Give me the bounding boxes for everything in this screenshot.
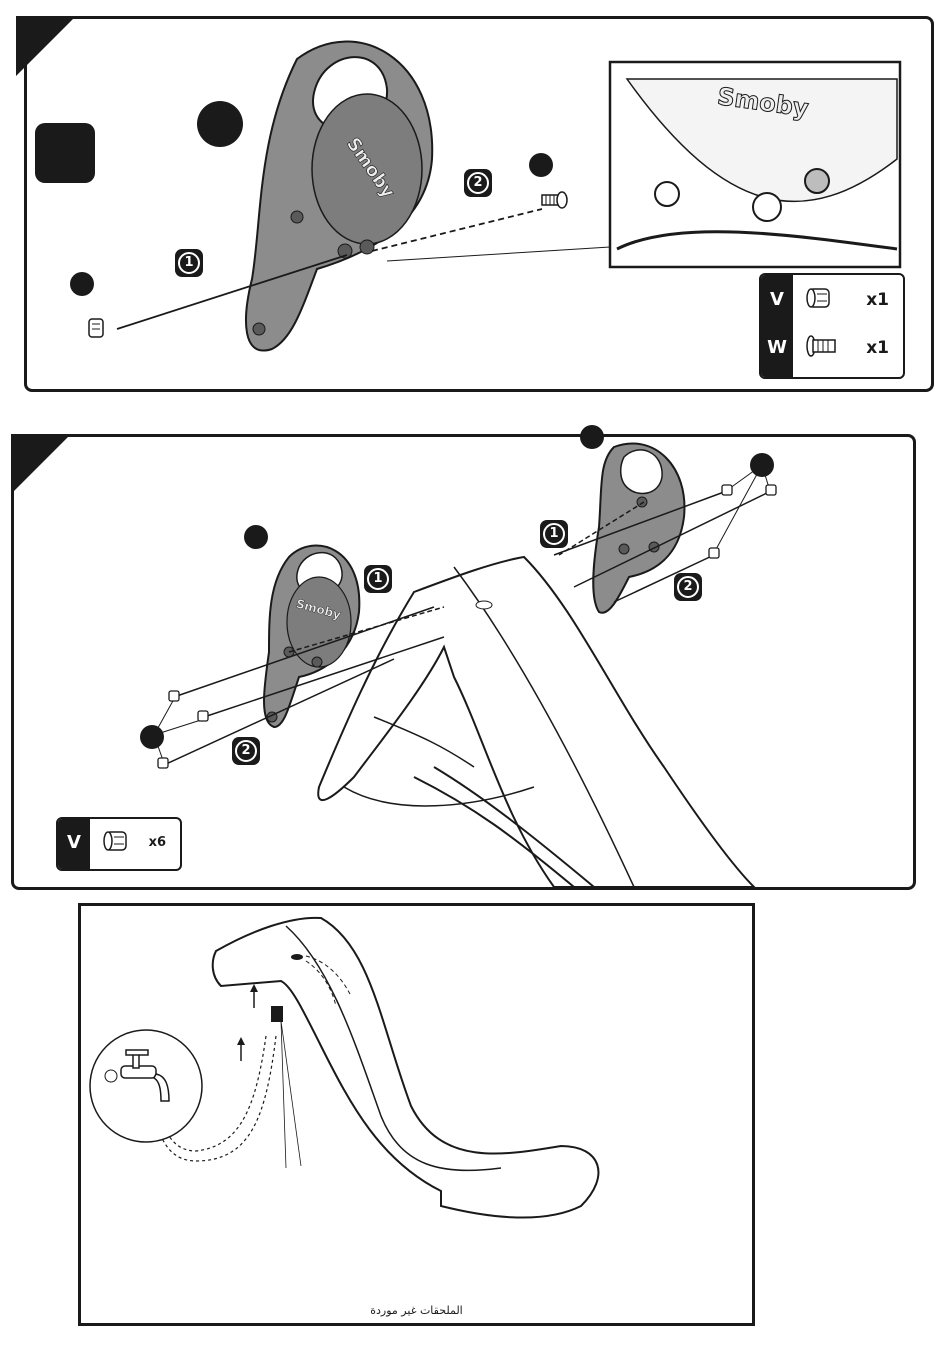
- parts-legend: V x1 W x1: [759, 273, 905, 379]
- step-corner-marker: [16, 16, 76, 76]
- accessories-note: الملحقات غير موردة: [81, 1304, 752, 1317]
- water-tap-detail: [90, 1030, 202, 1142]
- rivet-cap-icon: [803, 285, 843, 313]
- step-number-block: [35, 123, 95, 183]
- step-order-badge-1: 1: [175, 249, 203, 277]
- legend-row: W x1: [761, 325, 903, 371]
- rivet-cap-drawing: [89, 319, 103, 337]
- step-order-badge-1: 1: [540, 520, 568, 548]
- step-order-badge-2: 2: [464, 169, 492, 197]
- part-quantity: x1: [866, 277, 889, 323]
- part-callout-dot: [140, 725, 164, 749]
- rivet-cap-icon: [100, 828, 140, 856]
- handle-panel-drawing: [246, 42, 432, 351]
- inset-pointer-line: [387, 247, 610, 261]
- part-letter: V: [58, 820, 90, 866]
- part-quantity: x6: [149, 820, 166, 866]
- part-letter: W: [761, 325, 793, 371]
- part-callout-dot: [197, 101, 243, 147]
- screw-drawing: [542, 192, 567, 208]
- part-callout-dot: [529, 153, 553, 177]
- legend-row: V x6: [58, 820, 180, 866]
- hose-connector-drawing: [271, 1006, 283, 1022]
- part-callout-dot: [70, 272, 94, 296]
- step-order-badge-2: 2: [232, 737, 260, 765]
- step-order-badge-2: 2: [674, 573, 702, 601]
- part-callout-dot: [580, 425, 604, 449]
- part-callout-dot: [750, 453, 774, 477]
- assembly-line-1: [117, 255, 347, 329]
- step-2-panel: Smoby: [11, 434, 916, 890]
- step-3-illustration: [81, 906, 752, 1323]
- part-letter: V: [761, 277, 793, 323]
- step-order-badge-1: 1: [364, 565, 392, 593]
- callout-line: [714, 465, 762, 553]
- parts-legend: V x6: [56, 817, 182, 871]
- legend-row: V x1: [761, 277, 903, 323]
- part-callout-dot: [244, 525, 268, 549]
- screw-icon: [803, 333, 843, 361]
- slide-drawing: [318, 557, 754, 887]
- slide-drawing: [213, 918, 599, 1218]
- part-quantity: x1: [866, 325, 889, 371]
- step-corner-marker: [11, 434, 71, 494]
- right-handle-panel-drawing: [593, 443, 684, 612]
- step-1-panel: Smoby Smoby: [24, 16, 934, 392]
- step-3-panel: الملحقات غير موردة: [78, 903, 755, 1326]
